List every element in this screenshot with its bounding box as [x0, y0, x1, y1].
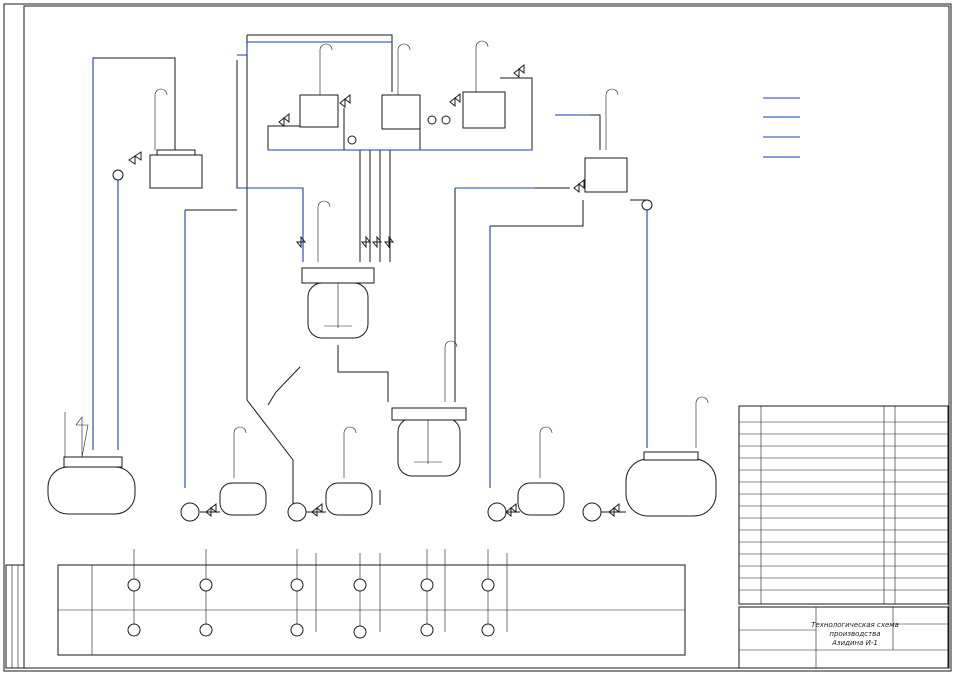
valves	[128, 63, 620, 518]
stamp-title-line-1: Технологическая схема	[811, 621, 899, 629]
tank-2	[219, 482, 267, 516]
title-block: Технологическая схема производства Азиди…	[738, 606, 949, 669]
utility-lines	[92, 41, 648, 488]
vent-hooks	[64, 40, 709, 478]
tank-4	[517, 482, 565, 516]
pump-14	[287, 502, 307, 522]
stamp-title-line-3: Азидина И-1	[831, 639, 878, 647]
sheet-frame	[3, 3, 952, 672]
tank-11	[625, 458, 717, 517]
equipment	[47, 91, 717, 522]
equipment-table	[738, 405, 949, 605]
measurer-6	[299, 94, 339, 128]
measurer-8	[462, 91, 506, 129]
legend	[763, 97, 800, 158]
side-stamp	[5, 564, 25, 669]
tank-3	[325, 482, 373, 516]
pump-15	[487, 502, 507, 522]
instrument-panel	[57, 549, 686, 656]
tank-1	[47, 466, 136, 515]
tank-12	[584, 157, 628, 193]
measurer-7	[381, 94, 421, 130]
stamp-title-line-2: производства	[829, 630, 880, 638]
measurer-5	[149, 154, 203, 189]
apparatus-10	[397, 417, 461, 477]
pump-13	[180, 502, 200, 522]
pump-16	[582, 502, 602, 522]
drawing-frame	[23, 5, 950, 669]
